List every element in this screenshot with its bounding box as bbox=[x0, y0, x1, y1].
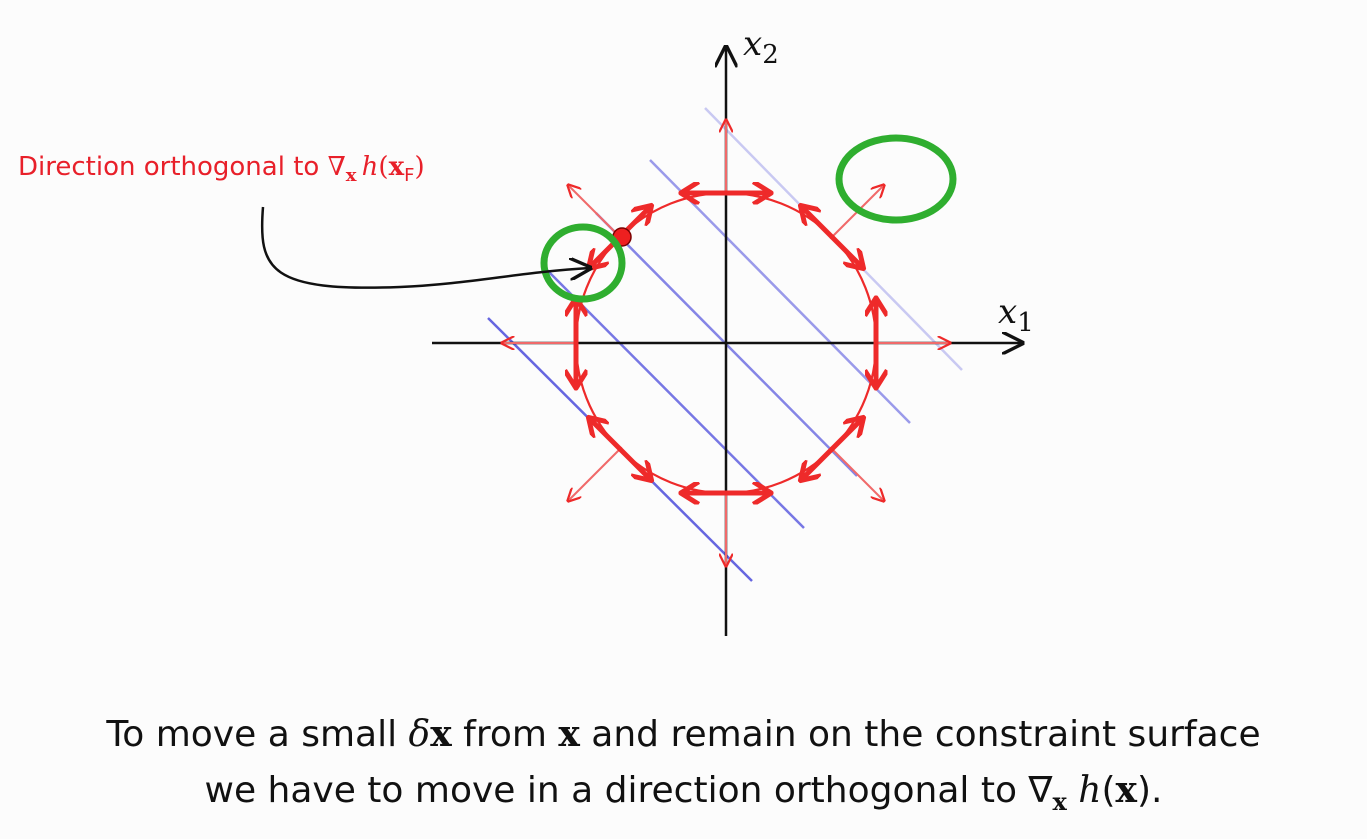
annotation-open: ( bbox=[378, 152, 389, 182]
x-axis-label-var: x bbox=[998, 292, 1018, 332]
tangent-arrow bbox=[829, 234, 862, 267]
x-axis-label-sub: 1 bbox=[1017, 308, 1034, 338]
caption-delta: δ bbox=[408, 714, 431, 755]
x-axis-label: x1 bbox=[998, 292, 1034, 338]
caption-x: x bbox=[558, 713, 580, 755]
caption-x: x bbox=[430, 713, 452, 755]
tangent-arrow bbox=[617, 446, 650, 479]
caption-h: h bbox=[1066, 770, 1102, 811]
annotation-arg-sub: F bbox=[404, 165, 415, 186]
caption-arg: x bbox=[1115, 769, 1137, 811]
tangent-arrow bbox=[802, 446, 835, 479]
annotation-label: Direction orthogonal to ∇x h(xF) bbox=[18, 152, 425, 186]
highlight-ellipse-tangent bbox=[540, 223, 626, 303]
caption-text: from bbox=[451, 714, 559, 755]
caption-line-2: we have to move in a direction orthogona… bbox=[0, 762, 1367, 830]
annotation-nabla-sub: x bbox=[345, 165, 357, 186]
caption-line-1: To move a small δx from x and remain on … bbox=[0, 706, 1367, 763]
caption-text: and remain on the constraint surface bbox=[579, 714, 1261, 755]
y-axis-label-var: x bbox=[743, 24, 763, 64]
annotation-arrow bbox=[260, 206, 590, 289]
gradient-arrow bbox=[831, 448, 884, 501]
caption-close: ). bbox=[1136, 770, 1163, 811]
caption-nabla: ∇ bbox=[1028, 770, 1053, 811]
caption-nabla-sub: x bbox=[1052, 787, 1067, 816]
caption-open: ( bbox=[1101, 770, 1116, 811]
annotation-close: ) bbox=[414, 152, 425, 182]
y-axis-label: x2 bbox=[743, 24, 779, 70]
tangent-arrow bbox=[802, 207, 835, 240]
tangent-arrow bbox=[590, 419, 623, 452]
caption-text: we have to move in a direction orthogona… bbox=[204, 770, 1029, 811]
tangent-arrows bbox=[576, 193, 876, 493]
gradient-arrow bbox=[568, 185, 621, 238]
caption-text: To move a small bbox=[106, 714, 409, 755]
tangent-arrow bbox=[829, 419, 862, 452]
y-axis-label-sub: 2 bbox=[762, 40, 779, 70]
annotation-h: h bbox=[361, 152, 379, 182]
gradient-arrow bbox=[568, 448, 621, 501]
annotation-nabla: ∇ bbox=[327, 152, 346, 182]
annotation-text: Direction orthogonal to bbox=[18, 152, 328, 182]
annotation-arg: x bbox=[388, 152, 405, 182]
highlight-ellipse-gradient bbox=[835, 134, 957, 224]
